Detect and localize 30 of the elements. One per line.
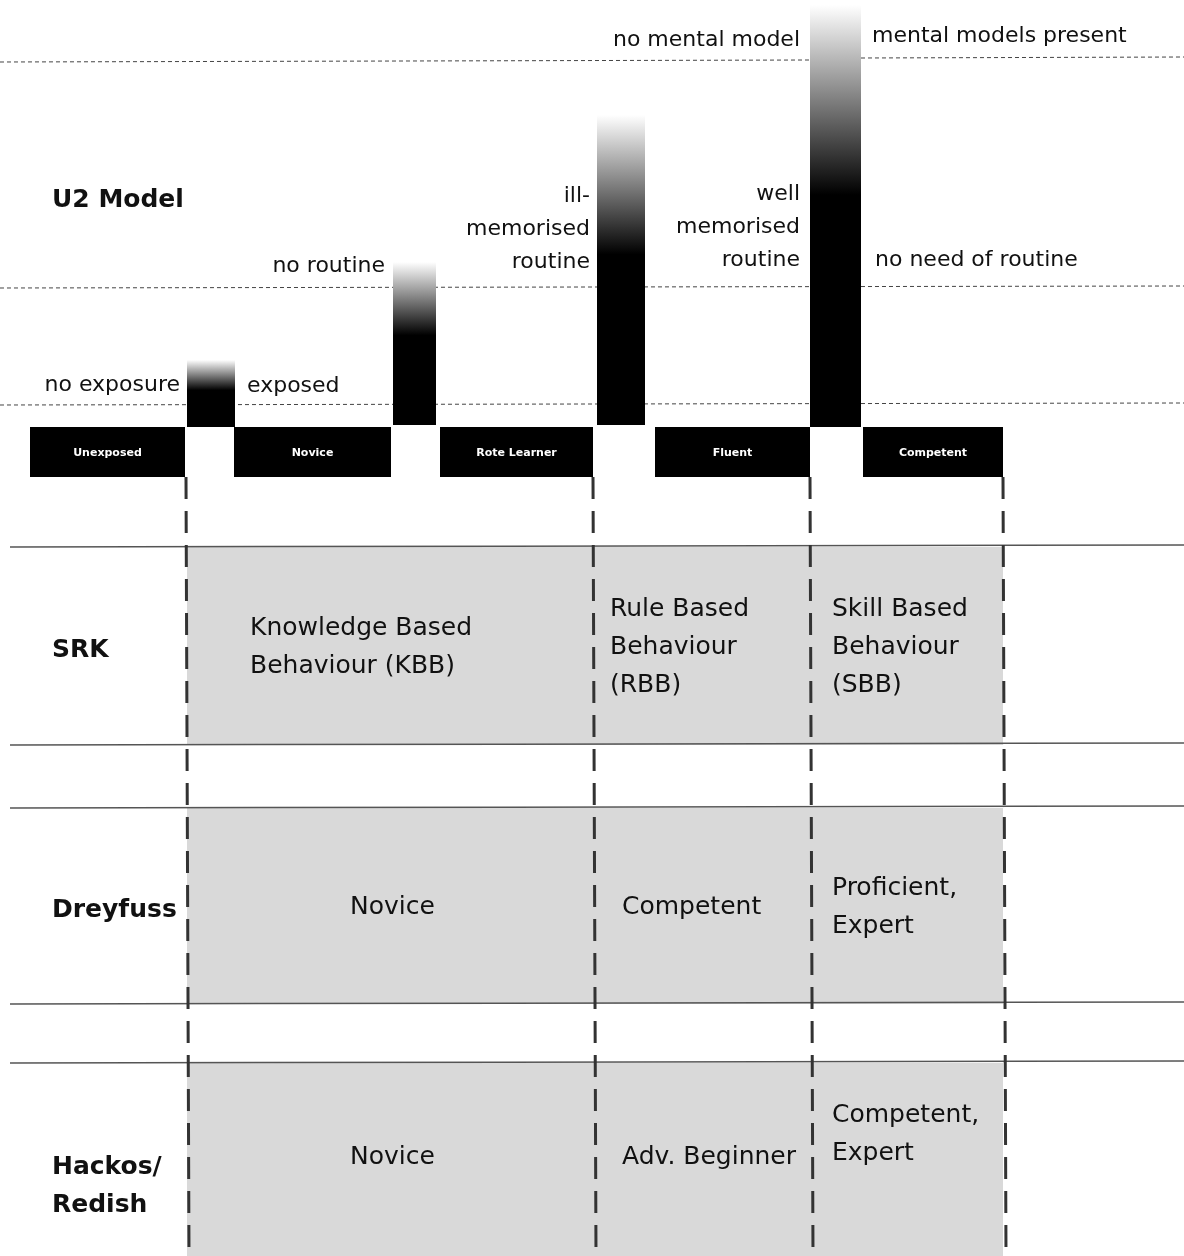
stage-box: Fluent [655, 427, 810, 477]
level-annotation: ill-memorised routine [465, 181, 590, 275]
category-cell: Proficient, Expert [832, 808, 1002, 1004]
level-annotation: no exposure [43, 370, 180, 398]
stage-box: Novice [234, 427, 391, 477]
category-cell: Novice [350, 808, 593, 1004]
stage-box: Unexposed [30, 427, 185, 477]
category-cell: Novice [350, 1063, 593, 1248]
level-bar [187, 360, 235, 427]
row-heading: SRK [52, 633, 110, 665]
level-annotation: no routine [271, 251, 385, 279]
level-bar [810, 5, 861, 427]
row-heading: U2 Model [52, 183, 185, 215]
level-annotation: no mental model [611, 25, 800, 53]
level-bar [393, 262, 436, 425]
level-annotation: exposed [247, 371, 341, 399]
row-heading: Hackos/ Redish [52, 1150, 163, 1220]
category-cell: Rule Based Behaviour (RBB) [610, 547, 810, 745]
level-annotation: no need of routine [875, 245, 1079, 273]
category-cell: Skill Based Behaviour (SBB) [832, 547, 1002, 745]
row-heading: Dreyfuss [52, 893, 178, 925]
category-cell: Competent [622, 808, 810, 1004]
category-cell: Adv. Beginner [622, 1063, 810, 1248]
category-cell: Competent, Expert [832, 1063, 1002, 1203]
level-annotation: mental models present [872, 21, 1128, 49]
level-bar [597, 115, 645, 425]
stage-box: Competent [863, 427, 1003, 477]
category-cell: Knowledge Based Behaviour (KBB) [250, 547, 593, 745]
stage-box: Rote Learner [440, 427, 593, 477]
level-annotation: well memorised routine [675, 179, 800, 273]
